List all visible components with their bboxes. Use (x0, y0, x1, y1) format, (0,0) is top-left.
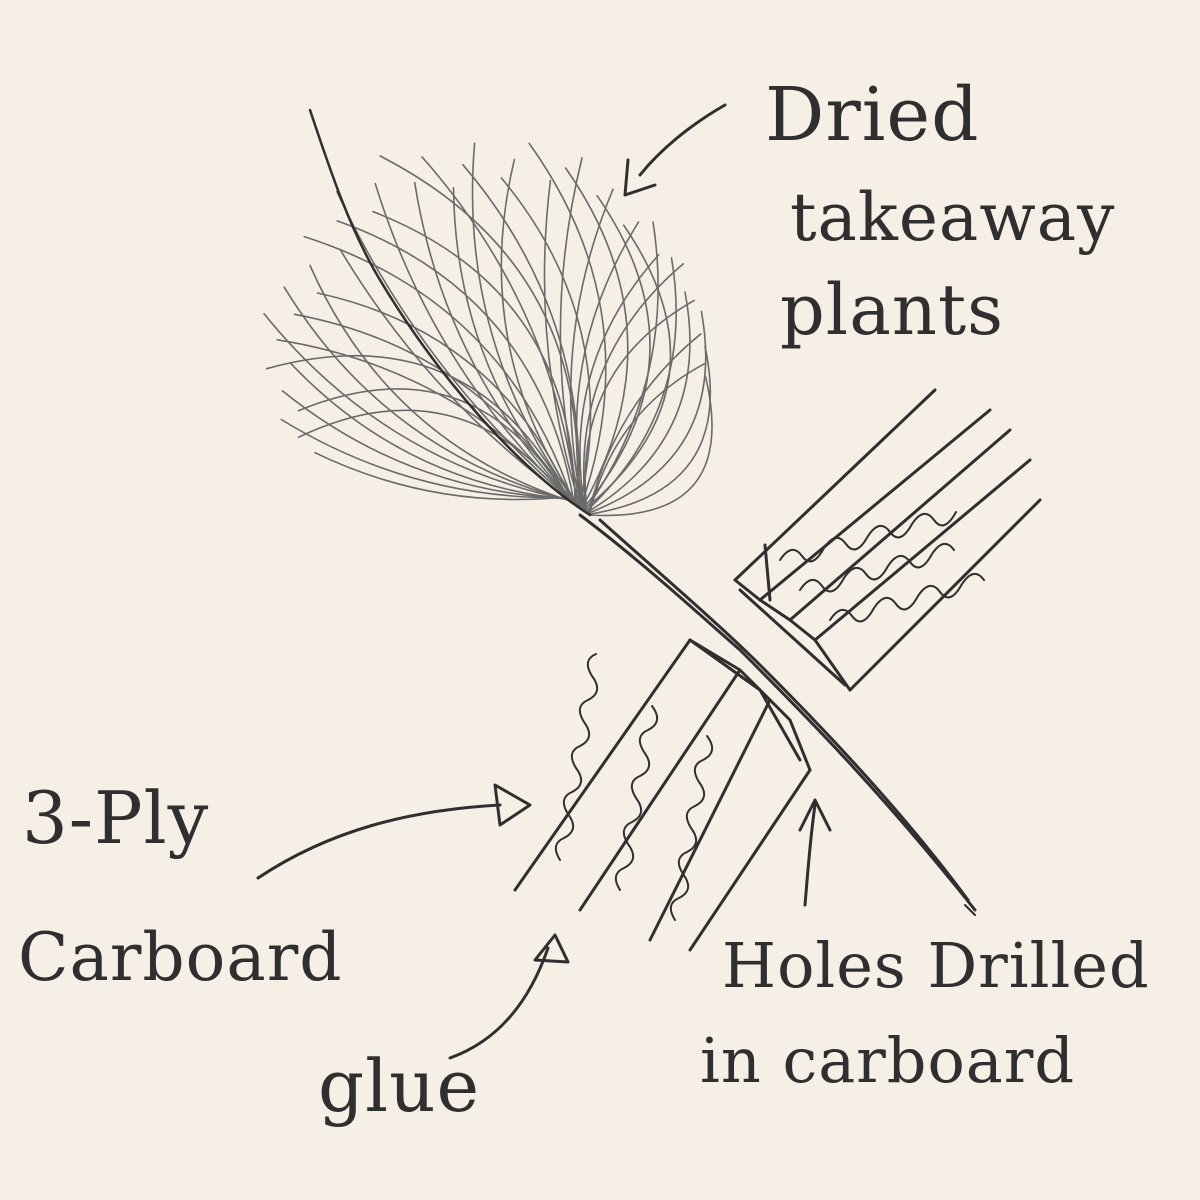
frond-rachis (308, 108, 592, 517)
label-dried: Dried (765, 72, 980, 158)
label-glue: glue (318, 1044, 481, 1128)
frond-strand (336, 220, 575, 504)
dried-plant-fronds (263, 108, 713, 517)
arrow-three-ply (256, 783, 532, 880)
frond-strand (452, 186, 579, 507)
frond-strand (265, 355, 570, 500)
frond-strand (374, 182, 577, 505)
plant-stem (578, 513, 977, 916)
frond-strand (500, 158, 581, 509)
frond-strand (263, 313, 572, 501)
frond-strand (589, 376, 713, 517)
frond-strand (421, 156, 578, 507)
frond-strand (543, 179, 582, 509)
frond-strand (500, 177, 592, 508)
frond-strand (588, 345, 712, 515)
frond-strand (569, 188, 614, 511)
frond-strand (303, 235, 574, 503)
frond-strand (372, 210, 576, 505)
frond-strand (583, 263, 684, 513)
frond-strand (336, 190, 576, 505)
frond-strand (587, 333, 702, 515)
frond-strand (584, 257, 677, 513)
frond-strand (462, 163, 580, 507)
label-carboard: Carboard (18, 919, 343, 996)
frond-strand (314, 451, 567, 501)
frond-strand (413, 181, 578, 506)
frond-strand (559, 157, 583, 510)
frond-strand (280, 418, 568, 499)
frond-strand (588, 362, 706, 516)
frond-strand (471, 142, 580, 508)
frond-strand (581, 194, 651, 511)
label-plants: plants (780, 269, 1005, 351)
frond-strand (309, 264, 574, 503)
frond-strand (290, 362, 570, 501)
label-holes-drilled: Holes Drilled (722, 929, 1150, 1002)
arrow-glue (448, 933, 570, 1060)
frond-strand (586, 291, 691, 514)
frond-strand (575, 221, 640, 512)
label-in-carboard: in carboard (700, 1024, 1076, 1097)
frond-strand (579, 254, 660, 513)
frond-strand (584, 299, 695, 514)
frond-strand (281, 390, 569, 500)
cardboard-upper-right (733, 388, 1042, 692)
frond-strand (283, 286, 573, 502)
frond-strand (528, 142, 607, 509)
arrow-dried-plants (623, 103, 727, 197)
cardboard-lower-left (513, 638, 812, 952)
label-3-ply: 3-Ply (22, 776, 210, 860)
frond-strand (583, 221, 659, 512)
arrow-holes (798, 798, 832, 907)
label-takeaway: takeaway (790, 179, 1116, 256)
